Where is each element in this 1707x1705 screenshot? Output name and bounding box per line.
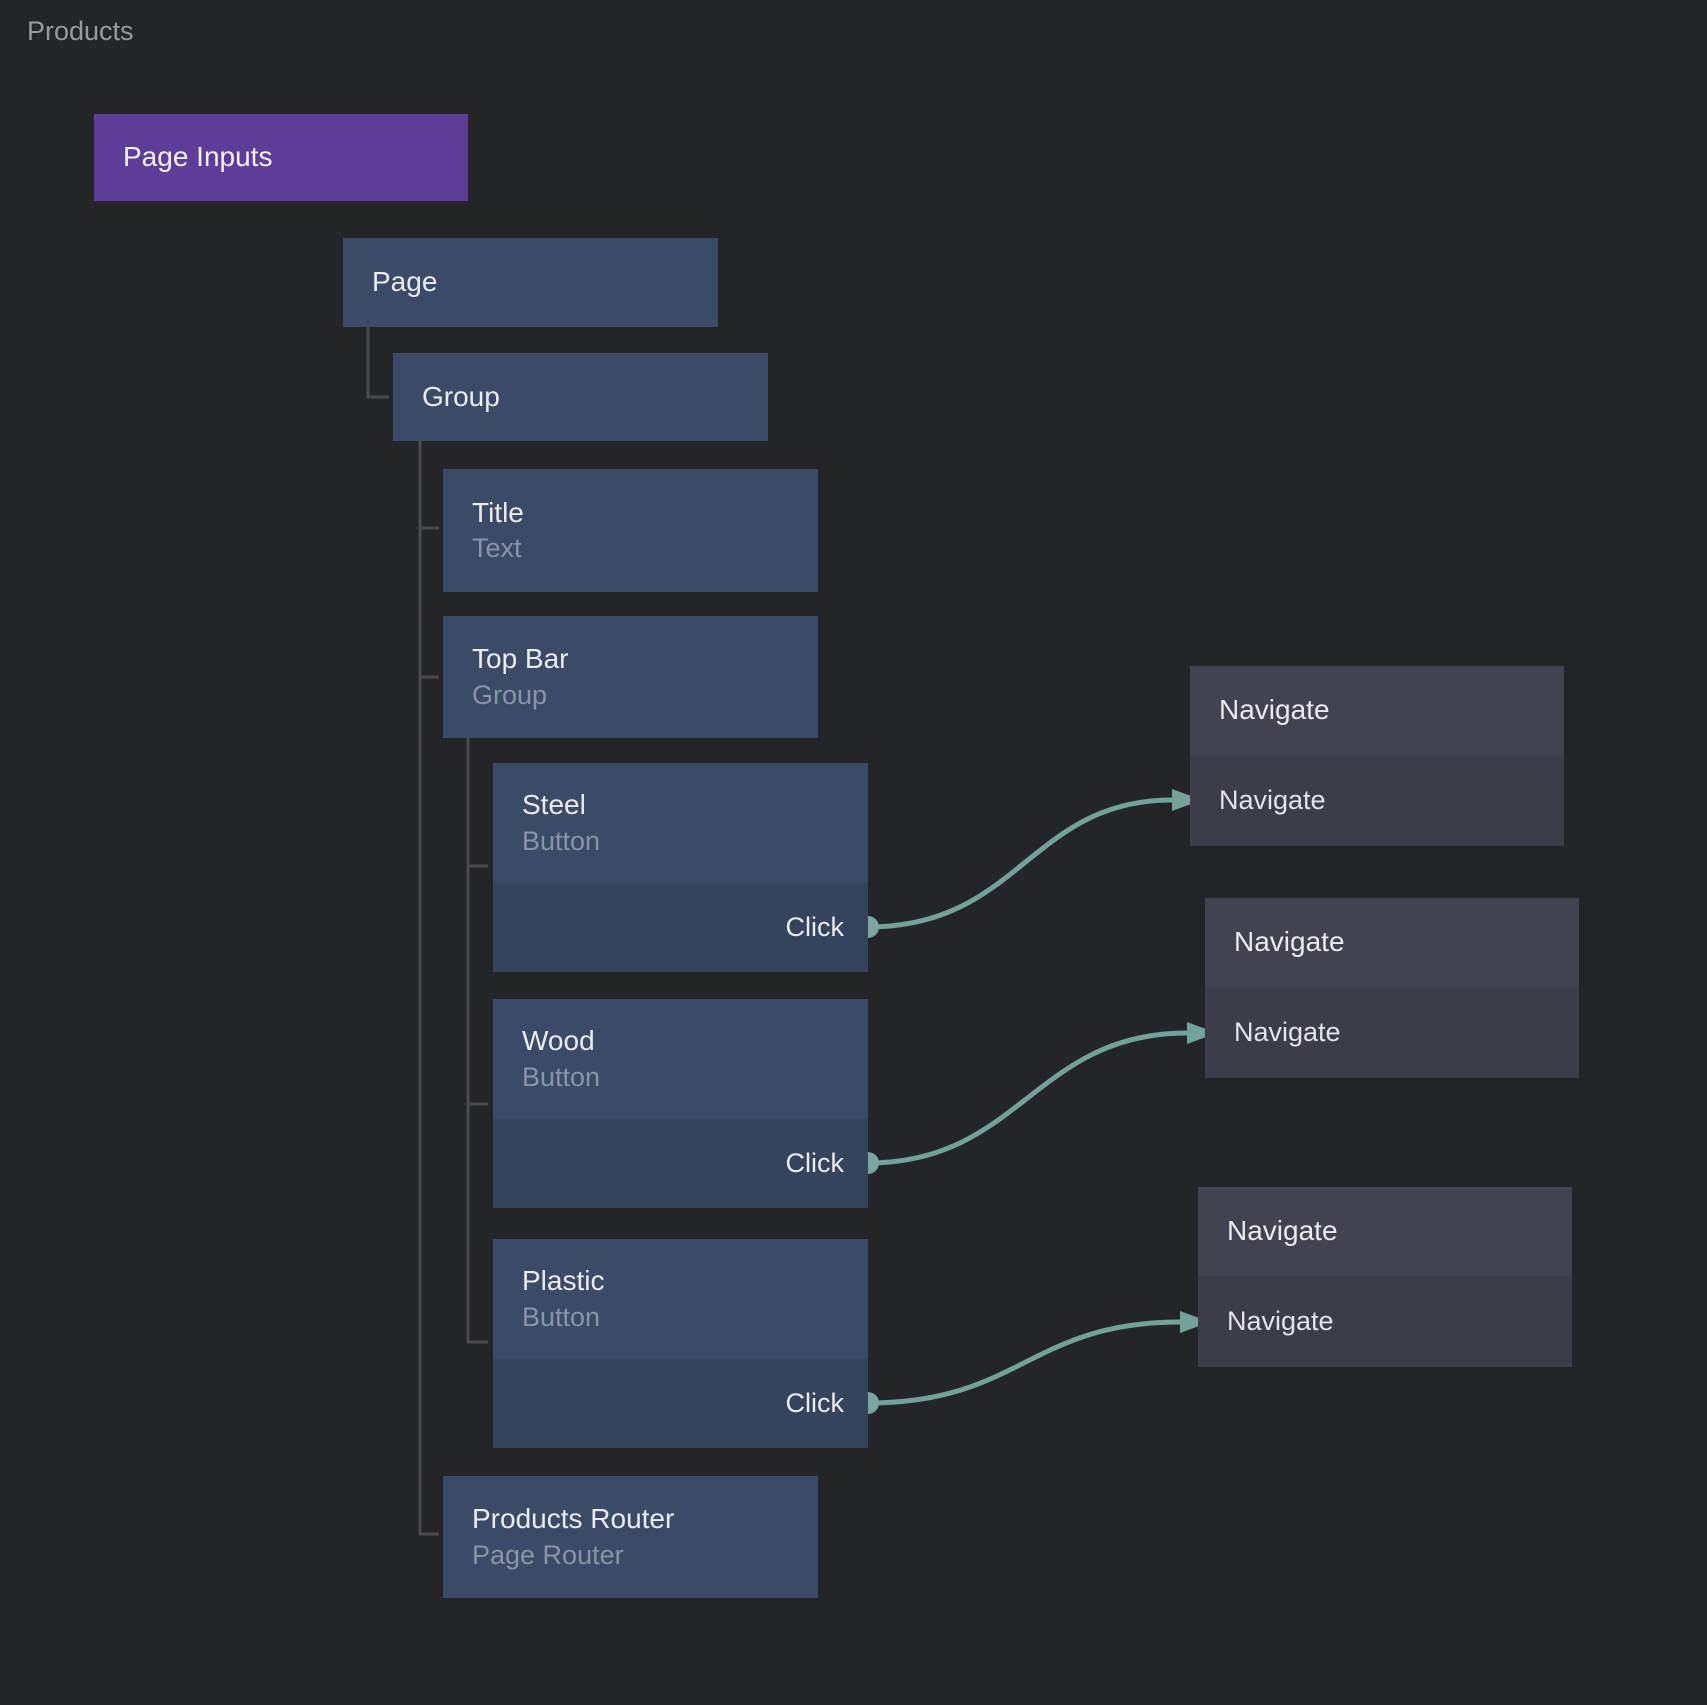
connection-plastic-click-navigate xyxy=(867,1319,1181,1406)
node-label: Page xyxy=(372,266,438,298)
navigate-input-row[interactable]: Navigate xyxy=(1190,755,1564,846)
node-group[interactable]: Group xyxy=(393,353,768,441)
node-label: Top Bar xyxy=(472,643,569,675)
navigate-input-row[interactable]: Navigate xyxy=(1198,1276,1572,1367)
node-label: Navigate xyxy=(1234,926,1345,958)
node-label: Navigate xyxy=(1219,694,1330,726)
node-navigate-1[interactable]: Navigate Navigate xyxy=(1190,666,1564,846)
node-label: Title xyxy=(472,496,524,528)
node-navigate-3[interactable]: Navigate Navigate xyxy=(1198,1187,1572,1367)
node-page-inputs[interactable]: Page Inputs xyxy=(94,114,468,201)
tree-line-page-group xyxy=(366,327,389,399)
click-event-label: Click xyxy=(785,912,845,942)
tree-line-topbar-trunk xyxy=(466,738,488,1344)
node-label: Plastic xyxy=(522,1265,605,1297)
node-top-bar[interactable]: Top Bar Group xyxy=(443,616,818,738)
wood-click-output-row[interactable]: Click xyxy=(493,1119,868,1208)
node-type-label: Button xyxy=(522,1061,601,1092)
node-navigate-2[interactable]: Navigate Navigate xyxy=(1205,898,1579,1078)
navigate-action-label: Navigate xyxy=(1227,1305,1334,1336)
node-type-label: Button xyxy=(522,1301,601,1332)
arrowhead-icon xyxy=(1187,1022,1217,1044)
node-title[interactable]: Title Text xyxy=(443,469,818,592)
click-event-label: Click xyxy=(785,1388,845,1418)
node-products-router[interactable]: Products Router Page Router xyxy=(443,1476,818,1598)
connection-wood-click-navigate xyxy=(867,1030,1188,1166)
node-label: Page Inputs xyxy=(123,141,273,173)
page-title: Products xyxy=(27,16,134,46)
navigate-action-label: Navigate xyxy=(1219,784,1326,815)
node-plastic[interactable]: Plastic Button Click xyxy=(493,1239,868,1448)
node-label: Group xyxy=(422,380,500,412)
steel-click-output-row[interactable]: Click xyxy=(493,883,868,972)
node-type-label: Text xyxy=(472,533,522,564)
node-type-label: Page Router xyxy=(472,1539,624,1570)
tree-line-group-trunk xyxy=(418,441,439,1536)
node-label: Navigate xyxy=(1227,1215,1338,1247)
node-label: Products Router xyxy=(472,1503,675,1535)
connection-steel-click-navigate xyxy=(867,797,1173,930)
plastic-click-output-row[interactable]: Click xyxy=(493,1359,868,1448)
navigate-input-row[interactable]: Navigate xyxy=(1205,987,1579,1078)
node-label: Wood xyxy=(522,1025,595,1057)
node-page[interactable]: Page xyxy=(343,238,718,327)
node-type-label: Group xyxy=(472,679,548,710)
arrowhead-icon xyxy=(1180,1311,1210,1333)
node-label: Steel xyxy=(522,789,586,821)
node-type-label: Button xyxy=(522,825,601,856)
navigate-action-label: Navigate xyxy=(1234,1016,1341,1047)
node-wood[interactable]: Wood Button Click xyxy=(493,999,868,1208)
node-steel[interactable]: Steel Button Click xyxy=(493,763,868,972)
arrowhead-icon xyxy=(1172,789,1202,811)
click-event-label: Click xyxy=(785,1148,845,1178)
